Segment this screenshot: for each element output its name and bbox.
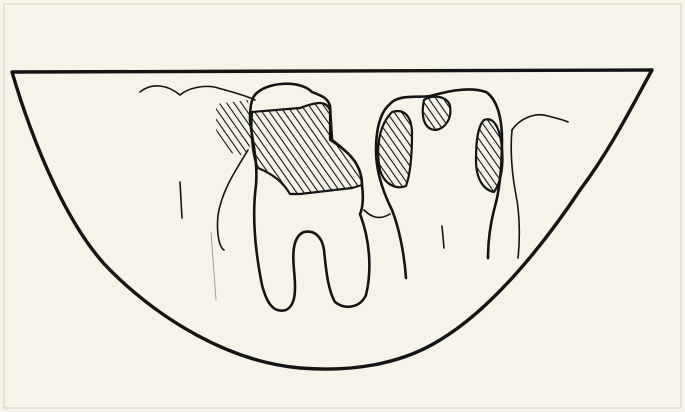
- right-premolar-caries-right: [476, 119, 503, 192]
- radiograph-outline: [12, 70, 652, 369]
- central-molar-filling: [251, 103, 362, 194]
- interproximal-line: [364, 210, 390, 217]
- left-tooth-outline: [140, 86, 255, 100]
- left-root-line-1: [180, 182, 182, 218]
- left-caries-hatch: [216, 100, 252, 156]
- left-root-line-2: [217, 150, 248, 250]
- paper-card: [4, 4, 681, 408]
- right-premolar-root-line: [442, 226, 444, 248]
- left-faint-line: [211, 232, 216, 300]
- far-right-tooth-outline: [512, 115, 568, 130]
- right-premolar-caries-top: [423, 97, 451, 130]
- right-premolar-caries-left: [378, 111, 412, 187]
- far-right-tooth-edge: [511, 130, 519, 258]
